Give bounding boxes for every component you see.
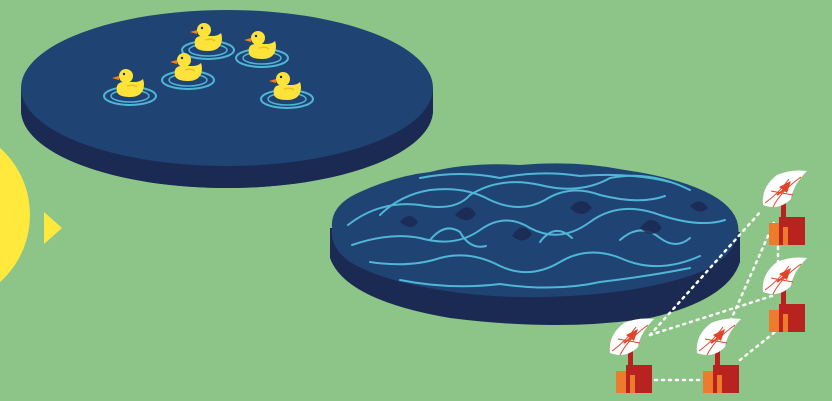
play-arrow-icon: [44, 212, 62, 244]
sun-icon: [0, 125, 30, 305]
radio-dish-icon: [763, 258, 807, 333]
radio-dish-icon: [697, 319, 741, 394]
rough-pond: [330, 163, 740, 325]
calm-pond: [21, 10, 433, 188]
radio-dish-icon: [610, 319, 654, 394]
calm-pond-surface: [21, 10, 433, 166]
radio-dish-icon: [763, 171, 807, 246]
